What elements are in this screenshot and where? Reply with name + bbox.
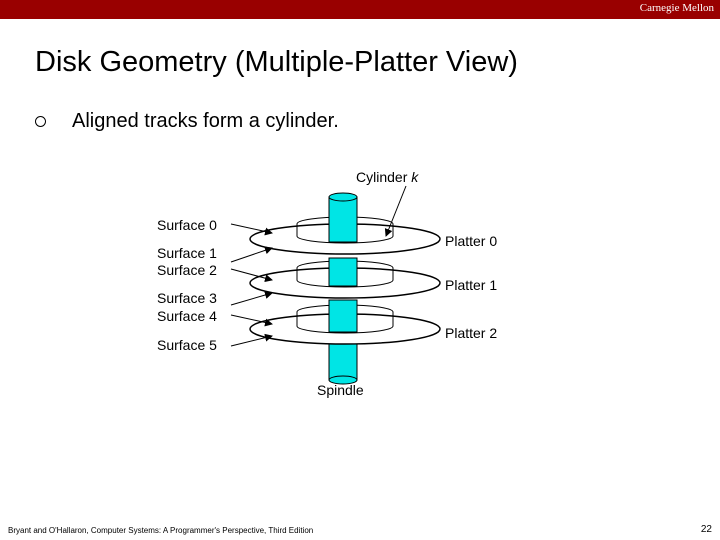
footer-citation: Bryant and O'Hallaron, Computer Systems:… [8, 526, 314, 535]
surface-5-label: Surface 5 [157, 337, 217, 353]
surface-4-pointer [230, 314, 273, 327]
surface-3-pointer [230, 291, 273, 306]
spindle-top [328, 196, 358, 243]
surface-1-2-pointer [230, 246, 273, 263]
bullet-circle-icon [35, 116, 46, 127]
spindle-label: Spindle [317, 382, 364, 398]
surface-2-pointer [230, 268, 273, 283]
slide-title: Disk Geometry (Multiple-Platter View) [35, 46, 518, 78]
spindle-segment-1 [328, 257, 358, 287]
cylinder-arrow [384, 185, 407, 237]
surface-0-pointer [230, 223, 273, 236]
platter-2-label: Platter 2 [445, 325, 497, 341]
spindle-top-cap [328, 192, 358, 202]
brand-label: Carnegie Mellon [639, 2, 714, 14]
surface-4-label: Surface 4 [157, 308, 217, 324]
platter-0-label: Platter 0 [445, 233, 497, 249]
spindle-bottom-cap [328, 375, 358, 385]
surface-1-label: Surface 1 [157, 245, 217, 261]
surface-3-label: Surface 3 [157, 290, 217, 306]
surface-2-label: Surface 2 [157, 262, 217, 278]
bullet-text: Aligned tracks form a cylinder. [72, 110, 339, 132]
surface-5-pointer [230, 333, 273, 347]
spindle-segment-2 [328, 299, 358, 333]
header-bar: Carnegie Mellon [0, 0, 720, 19]
cylinder-label: Cylinder k [356, 169, 419, 185]
surface-0-label: Surface 0 [157, 217, 217, 233]
platter-1-label: Platter 1 [445, 277, 497, 293]
page-number: 22 [700, 524, 712, 535]
